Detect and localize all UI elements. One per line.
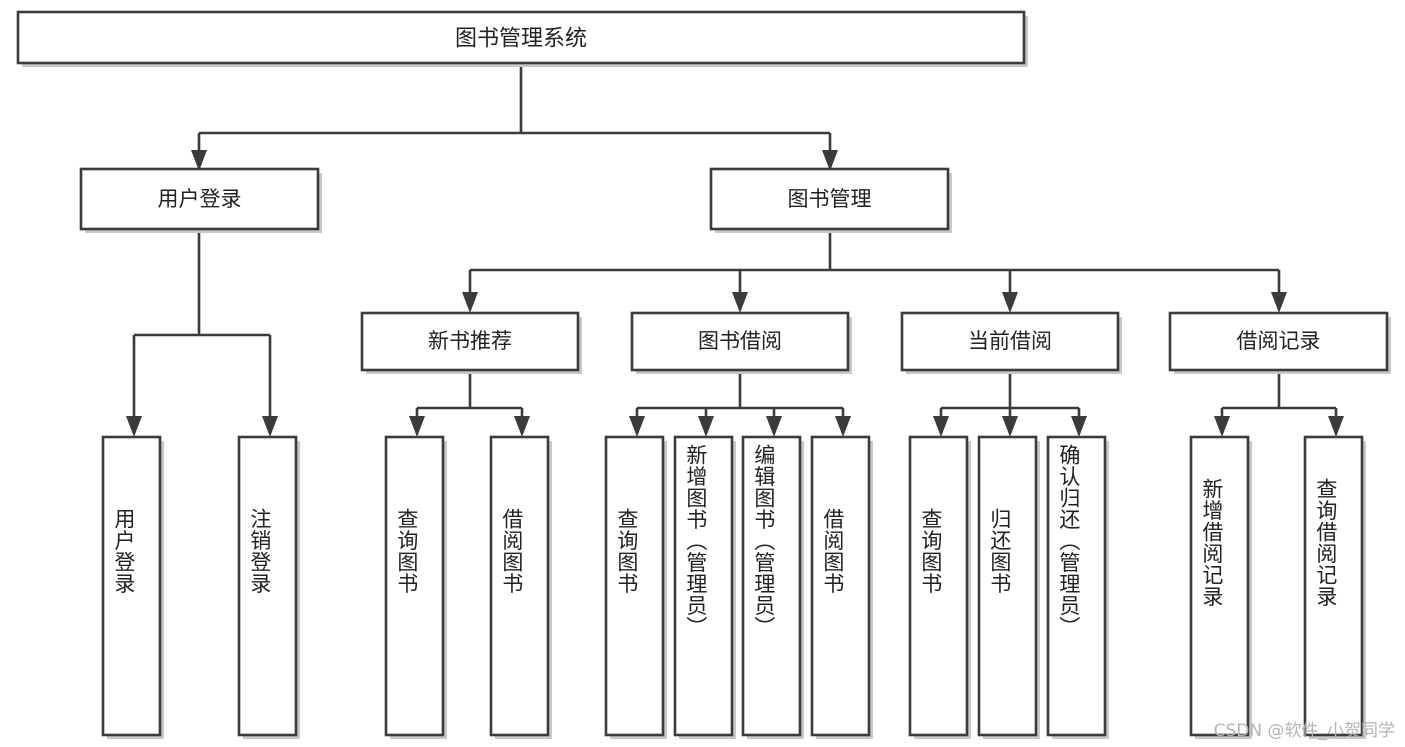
leaf-box-query-book-3[interactable]: [908, 435, 969, 737]
arrow-icon-leaf-add-book: [698, 416, 714, 437]
leaf-box-add-book[interactable]: [673, 435, 734, 737]
node-user-login-label: 用户登录: [158, 187, 242, 211]
arrow-icon-leaf-return-book: [1002, 416, 1018, 437]
node-book-borrow-box[interactable]: [630, 311, 850, 372]
arrow-icon-leaf-edit-book: [766, 416, 782, 437]
node-root-box[interactable]: [16, 10, 1026, 65]
arrow-icon-leaf-user-login: [126, 416, 142, 437]
leaf-box-borrow-book-1[interactable]: [489, 435, 550, 737]
node-borrow-record-label: 借阅记录: [1237, 329, 1321, 353]
leaf-box-query-book-1[interactable]: [384, 435, 445, 737]
connector-group-new-book-rec: [409, 374, 530, 437]
leaf-box-user-login[interactable]: [101, 435, 162, 737]
connector-group-book-manage: [462, 233, 1287, 313]
node-book-manage-box[interactable]: [709, 167, 950, 231]
node-user-login-box[interactable]: [79, 167, 320, 231]
arrow-icon-leaf-borrow-book-1: [514, 416, 530, 437]
leaf-box-query-record[interactable]: [1303, 435, 1364, 737]
node-borrow-record[interactable]: 借阅记录: [1168, 311, 1391, 374]
node-book-manage-label: 图书管理: [788, 187, 872, 211]
arrow-icon-borrow-record: [1271, 292, 1287, 313]
arrow-icon-leaf-query-book-3: [933, 416, 949, 437]
arrow-icon-leaf-confirm-return: [1071, 416, 1087, 437]
node-new-book-rec-label: 新书推荐: [428, 329, 512, 353]
leaf-box-group: [101, 435, 1366, 739]
connector-group-user-login: [126, 233, 278, 437]
arrow-icon-leaf-add-record: [1214, 416, 1230, 437]
node-current-borrow-box[interactable]: [900, 311, 1120, 372]
arrow-icon-new-book-rec: [462, 292, 478, 313]
node-new-book-rec[interactable]: 新书推荐: [360, 311, 582, 374]
node-user-login[interactable]: 用户登录: [79, 167, 322, 233]
node-root[interactable]: 图书管理系统: [16, 10, 1028, 67]
connector-group-root: [191, 63, 838, 171]
arrow-icon-leaf-borrow-book-2: [835, 416, 851, 437]
node-root-label: 图书管理系统: [455, 27, 587, 52]
leaf-box-edit-book[interactable]: [741, 435, 802, 737]
node-current-borrow-label: 当前借阅: [968, 329, 1052, 353]
arrow-icon-book-borrow: [732, 292, 748, 313]
leaf-box-add-record[interactable]: [1189, 435, 1250, 737]
arrow-icon-leaf-query-record: [1328, 416, 1344, 437]
arrow-icon-leaf-query-book-2: [629, 416, 645, 437]
arrow-icon-to-book-manage: [822, 150, 838, 171]
arrow-icon-leaf-query-book-1: [409, 416, 425, 437]
node-current-borrow[interactable]: 当前借阅: [900, 311, 1122, 374]
connector-group-current-borrow: [933, 374, 1087, 437]
arrow-icon-current-borrow: [1002, 292, 1018, 313]
node-book-borrow[interactable]: 图书借阅: [630, 311, 852, 374]
arrow-icon-leaf-user-logout: [262, 416, 278, 437]
arrow-icon-to-user-login: [191, 150, 207, 171]
leaf-box-user-logout[interactable]: [237, 435, 298, 737]
leaf-box-borrow-book-2[interactable]: [810, 435, 871, 737]
node-new-book-rec-box[interactable]: [360, 311, 580, 372]
connector-group-borrow-record: [1214, 374, 1344, 437]
leaf-box-confirm-return[interactable]: [1046, 435, 1107, 737]
node-borrow-record-box[interactable]: [1168, 311, 1389, 372]
node-book-manage[interactable]: 图书管理: [709, 167, 952, 233]
node-book-borrow-label: 图书借阅: [698, 329, 782, 353]
connector-group-book-borrow: [629, 374, 851, 437]
leaf-box-return-book[interactable]: [977, 435, 1038, 737]
leaf-box-query-book-2[interactable]: [604, 435, 665, 737]
